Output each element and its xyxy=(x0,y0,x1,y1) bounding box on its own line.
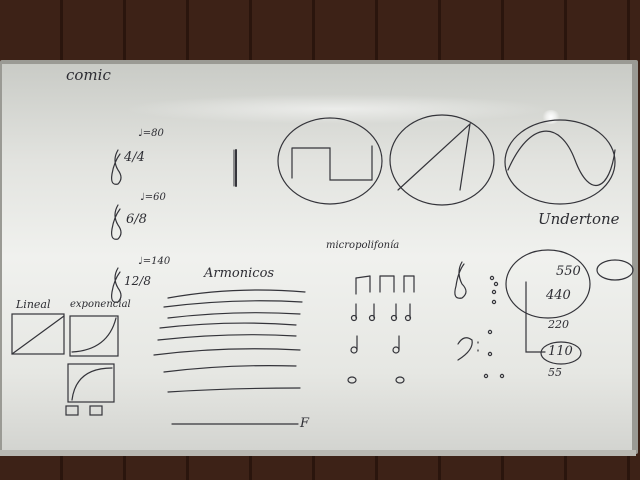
sine-wave-circle xyxy=(504,119,616,205)
linear-label: Lineal xyxy=(16,298,51,311)
frequency-550: 550 xyxy=(556,264,581,279)
sine-wave xyxy=(507,130,616,187)
tempo-label-2: ♩=60 xyxy=(140,192,166,203)
treble-clef-4 xyxy=(454,261,467,299)
frequency-55: 55 xyxy=(548,366,562,379)
exponential-label: exponencial xyxy=(70,299,131,310)
bass-clef xyxy=(457,337,479,361)
dynamic-marking: F xyxy=(300,416,310,431)
treble-clef-1 xyxy=(111,149,122,185)
undertone-oval xyxy=(505,249,591,319)
light-glare xyxy=(122,94,552,124)
harmonics-label: Armonicos xyxy=(204,266,275,281)
sawtooth-wave xyxy=(397,122,471,191)
time-signature-1: 4/4 xyxy=(124,150,145,165)
linear-box xyxy=(11,313,65,355)
marker-tray xyxy=(0,450,636,456)
sawtooth-wave-circle xyxy=(389,114,495,206)
exponential-box xyxy=(69,315,119,357)
treble-clef-2 xyxy=(111,204,122,240)
110-circle xyxy=(540,341,582,365)
frequency-220: 220 xyxy=(548,318,569,331)
treble-clef-3 xyxy=(111,267,122,303)
tempo-label-1: ♩=80 xyxy=(138,128,164,139)
board-title: comic xyxy=(66,66,111,84)
square-wave-circle xyxy=(277,117,383,205)
micropolyphony-label: micropolifonía xyxy=(326,240,400,251)
square-wave xyxy=(291,145,373,181)
tempo-label-3: ♩=140 xyxy=(138,256,171,267)
frequency-440: 440 xyxy=(546,288,571,303)
log-box xyxy=(67,363,115,403)
time-signature-2: 6/8 xyxy=(126,212,147,227)
undertone-label: Undertone xyxy=(538,210,620,228)
frequency-110: 110 xyxy=(548,344,573,359)
time-signature-3: 12/8 xyxy=(124,274,151,288)
